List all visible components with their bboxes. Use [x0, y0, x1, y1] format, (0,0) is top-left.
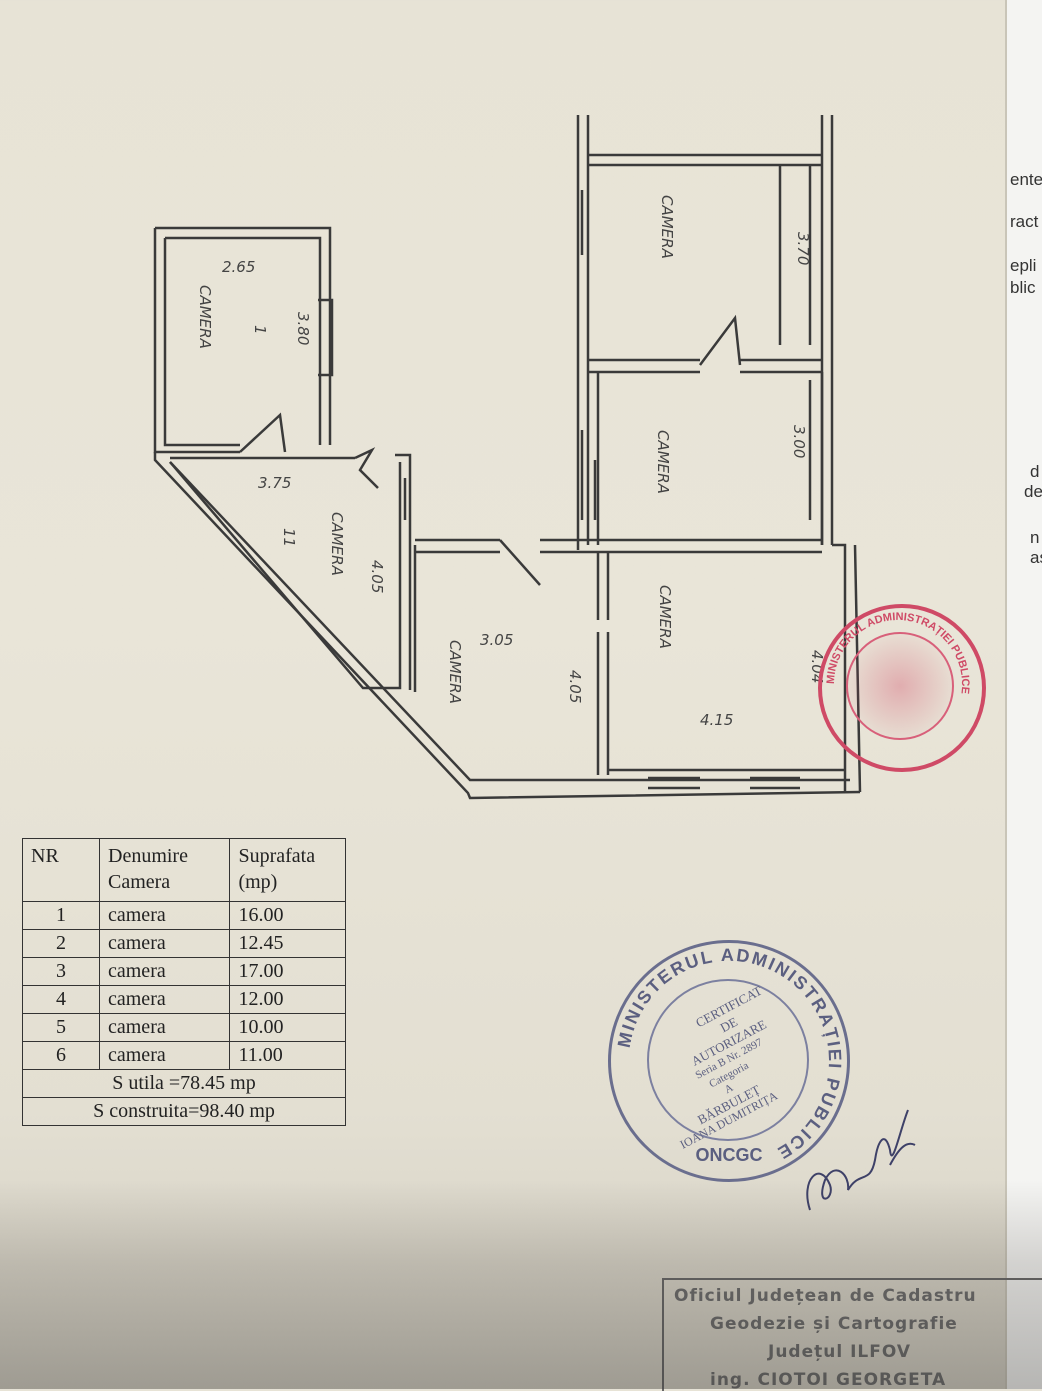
window-marks [648, 776, 800, 790]
row-area: 16.00 [229, 901, 346, 930]
dim-r2-w: 3.75 [258, 474, 291, 492]
room-number-11: 11 [280, 528, 298, 547]
wall-diagonal [153, 452, 861, 800]
row-nr: 1 [22, 901, 100, 930]
ocpi-line-1: Oficiul Județean de Cadastru [674, 1286, 977, 1306]
label-room-5: CAMERA [446, 640, 464, 704]
label-room-3: CAMERA [658, 195, 676, 259]
edge-text-fragment: de [1024, 482, 1042, 501]
ocpi-line-2: Geodezie și Cartografie [710, 1314, 958, 1334]
row-area: 10.00 [229, 1013, 346, 1042]
edge-text-fragment: blic [1010, 278, 1036, 297]
room-number-1: 1 [251, 325, 269, 335]
label-room-1: CAMERA [196, 285, 214, 349]
table-row: 6 camera 11.00 [22, 1041, 346, 1070]
row-name: camera [98, 901, 231, 930]
wall-room-2 [170, 453, 412, 690]
red-stamp-ring-text: MINISTERUL ADMINISTRAȚIEI PUBLICE [825, 611, 971, 695]
header-name: Denumire Camera [98, 838, 231, 902]
row-name: camera [98, 929, 231, 958]
label-room-2: CAMERA [328, 512, 346, 576]
adjacent-page-edge [1005, 0, 1042, 1389]
ocpi-line-3: Județul ILFOV [768, 1342, 912, 1362]
label-room-4: CAMERA [654, 430, 672, 494]
header-area: Suprafata (mp) [229, 838, 346, 902]
edge-text-fragment: d [1030, 462, 1040, 481]
edge-text-fragment: ente [1010, 170, 1042, 189]
dim-r4-h: 3.00 [790, 425, 808, 458]
stamp-bottom-text: ONCGC [696, 1145, 763, 1165]
table-row: 4 camera 12.00 [22, 985, 346, 1014]
row-nr: 2 [22, 929, 100, 958]
row-nr: 4 [22, 985, 100, 1014]
row-nr: 5 [22, 1013, 100, 1042]
row-name: camera [98, 957, 231, 986]
edge-text-fragment: epli [1010, 256, 1037, 275]
row-name: camera [98, 1041, 231, 1070]
ocpi-stamp: Oficiul Județean de Cadastru Geodezie și… [662, 1278, 1042, 1391]
edge-text-fragment: n [1030, 528, 1040, 547]
dim-r1-h: 3.80 [294, 312, 312, 345]
wall-lower-block [415, 538, 500, 554]
table-row: 3 camera 17.00 [22, 957, 346, 986]
row-area: 12.00 [229, 985, 346, 1014]
stamp-inner-ring [647, 979, 809, 1141]
edge-text-fragment: as [1030, 548, 1042, 567]
table-row: 1 camera 16.00 [22, 901, 346, 930]
row-area: 11.00 [229, 1041, 346, 1070]
table-row: 5 camera 10.00 [22, 1013, 346, 1042]
dim-r3-h: 3.70 [794, 232, 812, 265]
edge-text-fragment: ract [1010, 212, 1039, 231]
wall-right-block [576, 115, 590, 550]
table-row: 2 camera 12.45 [22, 929, 346, 958]
total-built-area: S construita=98.40 mp [22, 1097, 346, 1126]
dim-r6-w: 4.15 [700, 711, 733, 729]
label-room-6: CAMERA [656, 585, 674, 649]
row-area: 12.45 [229, 929, 346, 958]
ocpi-line-4: ing. CIOTOI GEORGETA [710, 1370, 947, 1390]
dim-r1-w: 2.65 [222, 258, 255, 276]
header-nr: NR [22, 838, 100, 902]
red-stamp-emblem [846, 632, 954, 740]
row-nr: 6 [22, 1041, 100, 1070]
row-area: 17.00 [229, 957, 346, 986]
room-area-table: NR Denumire Camera Suprafata (mp) 1 came… [22, 838, 346, 1126]
handwritten-signature [806, 1109, 916, 1211]
dim-r5-w: 3.05 [480, 631, 513, 649]
row-nr: 3 [22, 957, 100, 986]
total-usable-area: S utila =78.45 mp [22, 1069, 346, 1098]
svg-text:MINISTERUL ADMINISTRAȚIEI PUBL: MINISTERUL ADMINISTRAȚIEI PUBLICE [825, 611, 971, 695]
authorization-stamp: MINISTERUL ADMINISTRAȚIEI PUBLICE ONCGC … [608, 940, 850, 1182]
row-name: camera [98, 1013, 231, 1042]
red-stamp: MINISTERUL ADMINISTRAȚIEI PUBLICE [818, 604, 986, 772]
dim-r6-h: 4.05 [566, 670, 584, 703]
dim-r2-h: 4.05 [368, 560, 386, 593]
row-name: camera [98, 985, 231, 1014]
